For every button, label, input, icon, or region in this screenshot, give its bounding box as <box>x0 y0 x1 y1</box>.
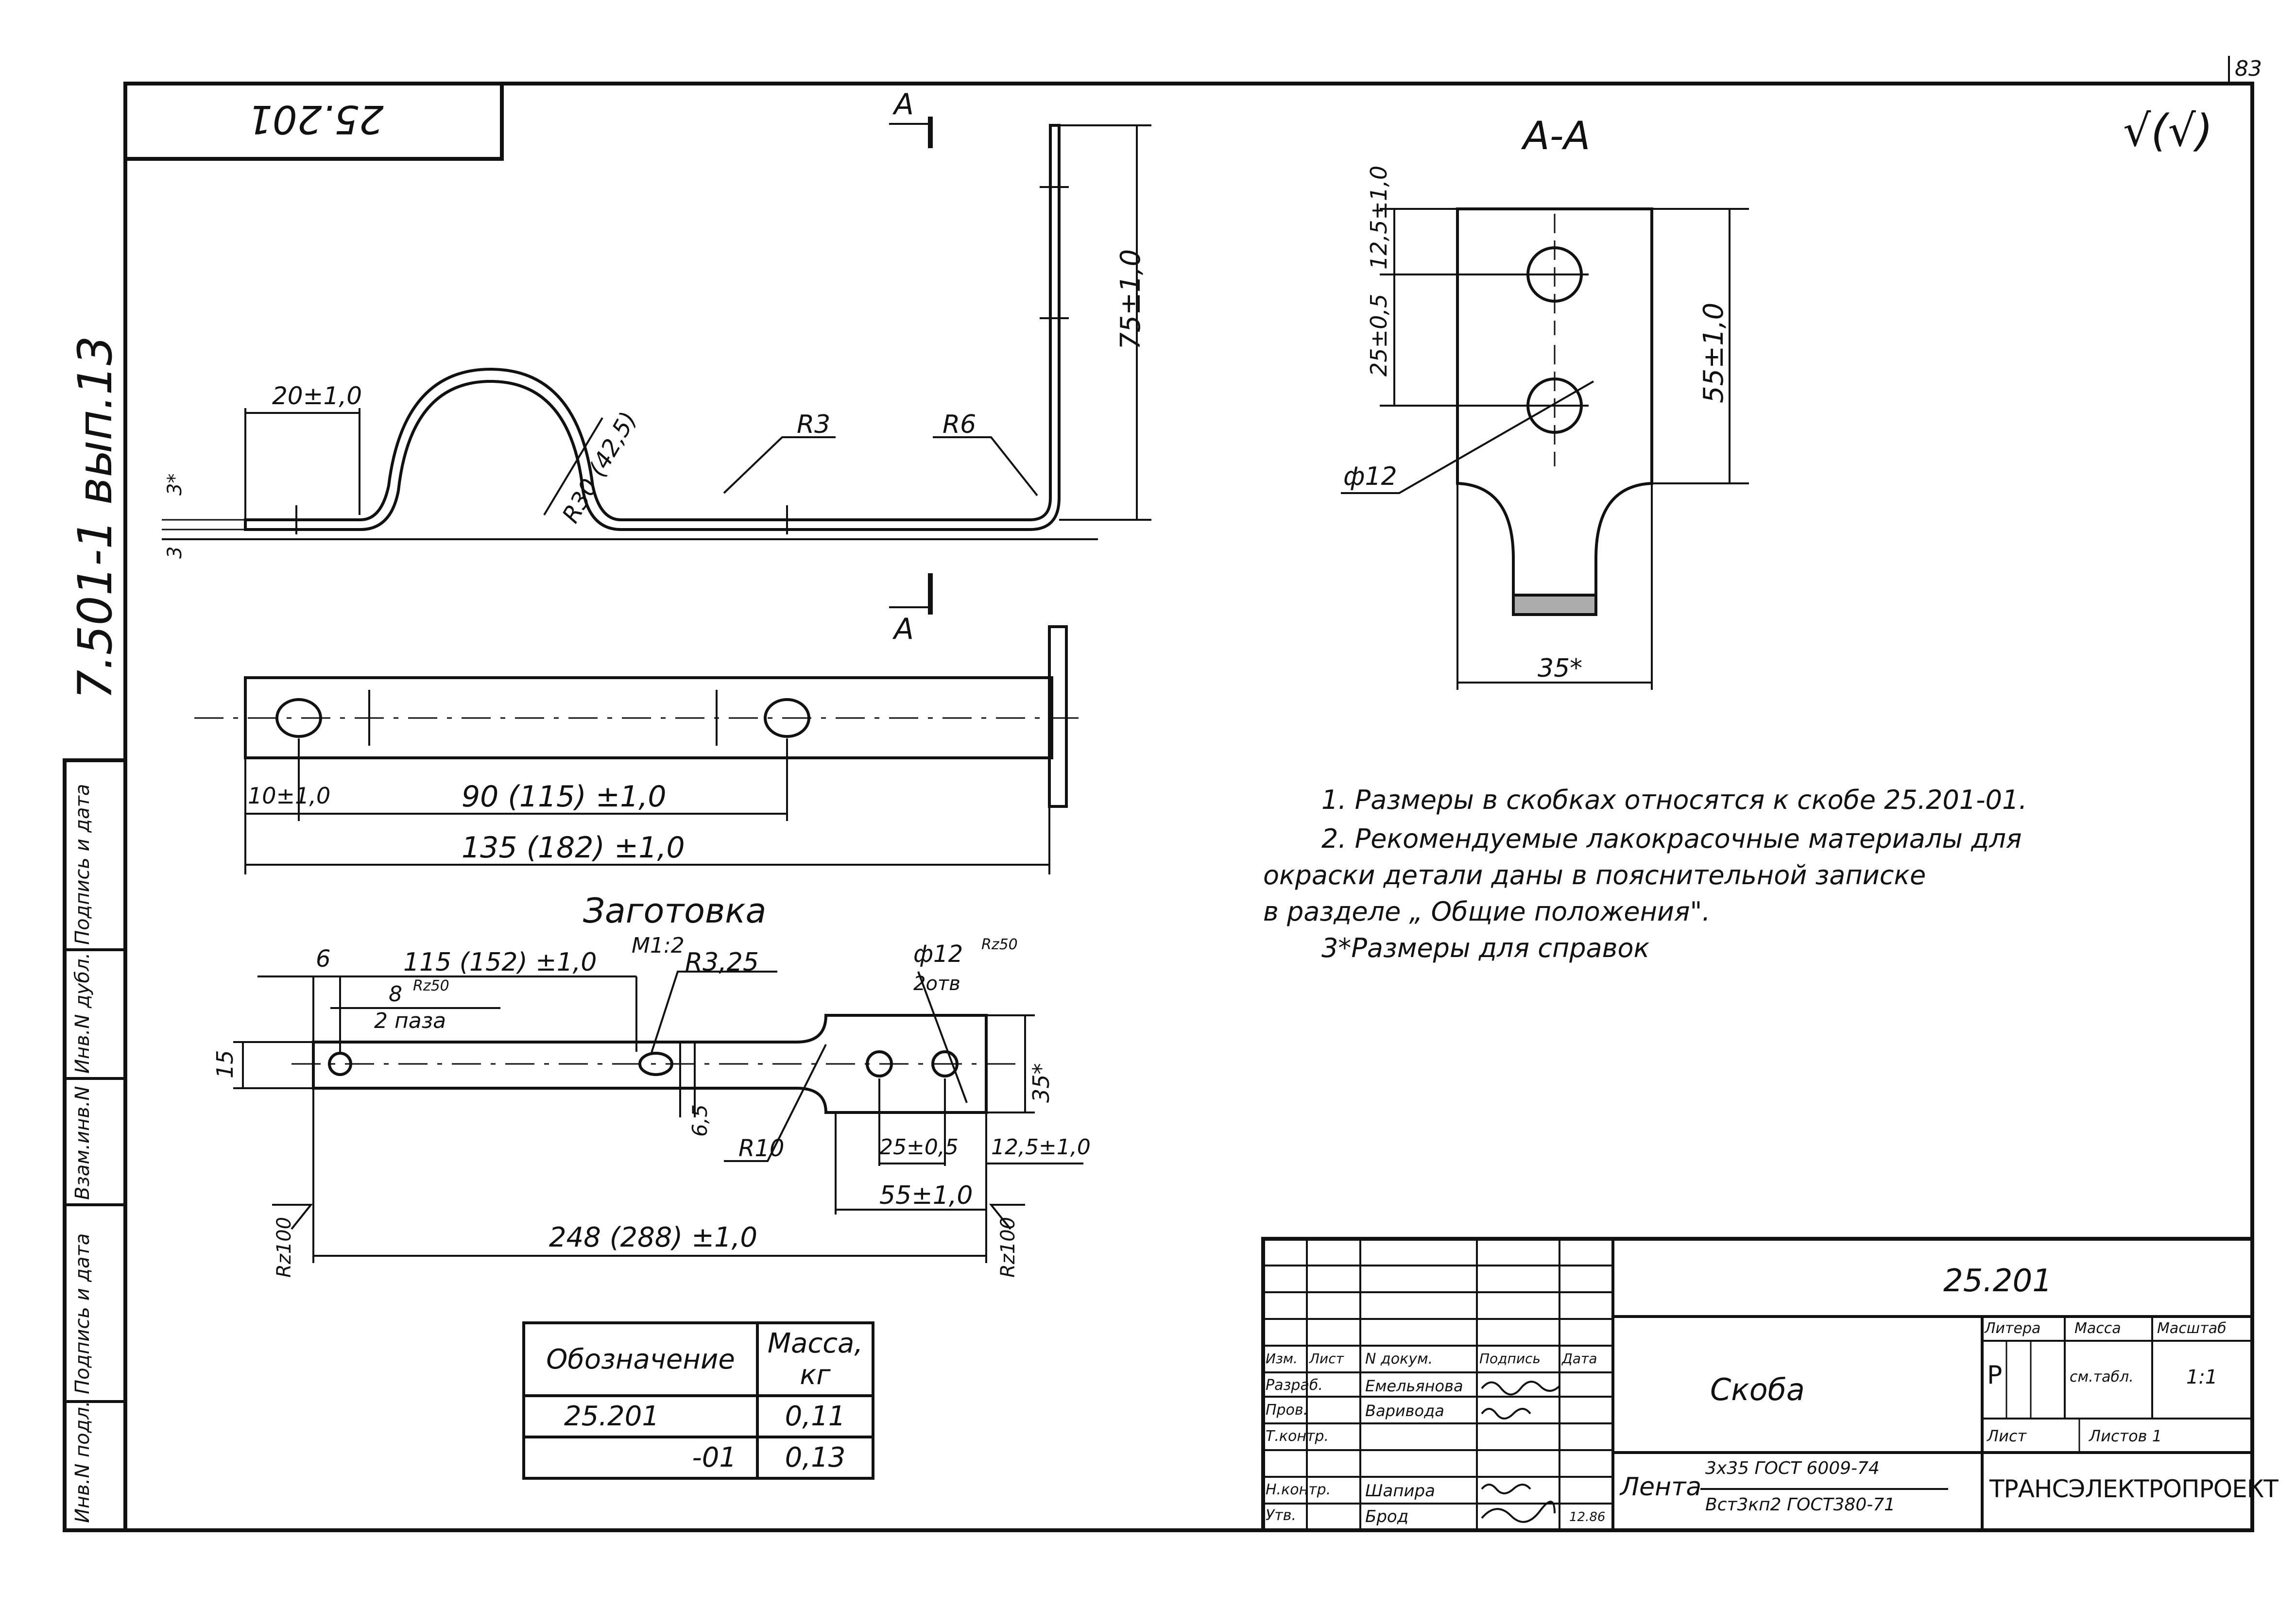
tb-row-nkontr: Н.контр. <box>1266 1481 1331 1498</box>
note-2c: в разделе „ Общие положения". <box>1263 896 1711 927</box>
tb-date-utv: 12.86 <box>1569 1510 1606 1524</box>
blank-dim-2slots: 2 паза <box>374 1009 446 1033</box>
mass-header-mass: Масса, кг <box>756 1321 874 1397</box>
tb-col-podp: Подпись <box>1479 1351 1541 1367</box>
tb-col-ndok: N докум. <box>1365 1351 1433 1368</box>
title-block-frame <box>1261 1237 2254 1532</box>
signature-utv <box>1481 1501 1556 1523</box>
blank-dim-r10: R10 <box>738 1135 785 1162</box>
tb-name-utv: Брод <box>1365 1507 1409 1526</box>
dim-r3: R3 <box>797 410 831 439</box>
blank-rough-rz50-a: Rz50 <box>413 977 449 994</box>
tb-masshtab: 1:1 <box>2186 1366 2218 1388</box>
note-2: 2. Рекомендуемые лакокрасочные материалы… <box>1321 823 2022 854</box>
mass-header-designation: Обозначение <box>522 1321 759 1397</box>
tb-doc-number: 25.201 <box>1943 1263 2052 1299</box>
note-1: 1. Размеры в скобках относятся к скобе 2… <box>1321 785 2027 815</box>
signature-razrab <box>1481 1381 1560 1396</box>
tb-material-prefix: Лента <box>1620 1472 1702 1502</box>
tb-org: ТРАНСЭЛЕКТРОПРОЕКТ <box>1989 1475 2279 1503</box>
mass-row-value: 0,11 <box>756 1394 874 1438</box>
tb-row-utv: Утв. <box>1266 1507 1296 1524</box>
dim-135: 135 (182) ±1,0 <box>462 831 685 865</box>
section-mark-bottom: А <box>894 612 914 646</box>
tb-hdr-massa: Масса <box>2074 1320 2121 1337</box>
dim-20: 20±1,0 <box>272 382 362 410</box>
blank-dim-115: 115 (152) ±1,0 <box>403 948 597 977</box>
blank-dim-55: 55±1,0 <box>879 1181 973 1210</box>
blank-dim-25: 25±0,5 <box>879 1135 959 1160</box>
blank-dim-phi12: ф12 <box>913 941 963 968</box>
blank-scale: М1:2 <box>632 933 685 958</box>
dim-35: 35* <box>1538 654 1583 683</box>
blank-rough-rz50-b: Rz50 <box>981 936 1018 953</box>
dim-90: 90 (115) ±1,0 <box>462 780 667 814</box>
tb-litera: Р <box>1987 1361 2003 1390</box>
tb-material-line2: Вст3кп2 ГОСТ380-71 <box>1705 1495 1896 1515</box>
tb-name-nkontr: Шапира <box>1365 1481 1435 1501</box>
mass-row-designation: -01 <box>522 1436 759 1480</box>
tb-massa: см.табл. <box>2070 1369 2134 1386</box>
tb-row-tkontr: Т.контр. <box>1266 1428 1329 1445</box>
dim-phi12: ф12 <box>1343 462 1397 491</box>
tb-part-name: Скоба <box>1710 1372 1805 1407</box>
mass-table: Обозначение Масса, кг 25.201 0,11 -01 0,… <box>522 1321 874 1480</box>
dim-r6: R6 <box>942 410 977 439</box>
tb-material-line1: 3х35 ГОСТ 6009-74 <box>1705 1458 1880 1478</box>
signature-nkontr <box>1481 1484 1531 1494</box>
tb-col-list: Лист <box>1309 1351 1344 1367</box>
blank-dim-8: 8 <box>389 982 402 1007</box>
code-box <box>123 82 504 161</box>
blank-dim-6: 6 <box>316 945 331 973</box>
section-mark-top: А <box>894 87 914 121</box>
tb-col-izm: Изм. <box>1266 1351 1298 1367</box>
dim-10: 10±1,0 <box>248 783 331 809</box>
blank-title: Заготовка <box>583 891 767 931</box>
bent-strip-outer <box>244 124 1061 531</box>
tb-col-data: Дата <box>1562 1351 1597 1367</box>
tb-hdr-litera: Литера <box>1985 1320 2041 1337</box>
note-2b: окраски детали даны в пояснительной запи… <box>1263 860 1926 890</box>
mass-row-designation: 25.201 <box>522 1394 759 1438</box>
blank-dim-248: 248 (288) ±1,0 <box>549 1222 758 1253</box>
note-3: 3*Размеры для справок <box>1321 933 1650 963</box>
tb-hdr-masshtab: Масштаб <box>2157 1320 2227 1337</box>
signature-prov <box>1481 1408 1531 1420</box>
tb-list: Лист <box>1987 1427 2027 1445</box>
blank-dim-12-5: 12,5±1,0 <box>991 1135 1091 1160</box>
tb-row-razrab: Разраб. <box>1266 1377 1323 1394</box>
mass-row-value: 0,13 <box>756 1436 874 1480</box>
section-label: А-А <box>1523 113 1591 158</box>
tb-name-prov: Варивода <box>1365 1402 1444 1420</box>
tb-row-prov: Пров. <box>1266 1402 1308 1419</box>
blank-dim-2holes: 2отв <box>913 973 960 995</box>
blank-dim-r3-25: R3,25 <box>685 948 759 977</box>
page-number: 83 <box>2235 56 2262 81</box>
roughness-mark: √(√) <box>2123 105 2213 156</box>
tb-name-razrab: Емельянова <box>1365 1377 1463 1395</box>
tb-listov: Листов 1 <box>2089 1427 2162 1445</box>
